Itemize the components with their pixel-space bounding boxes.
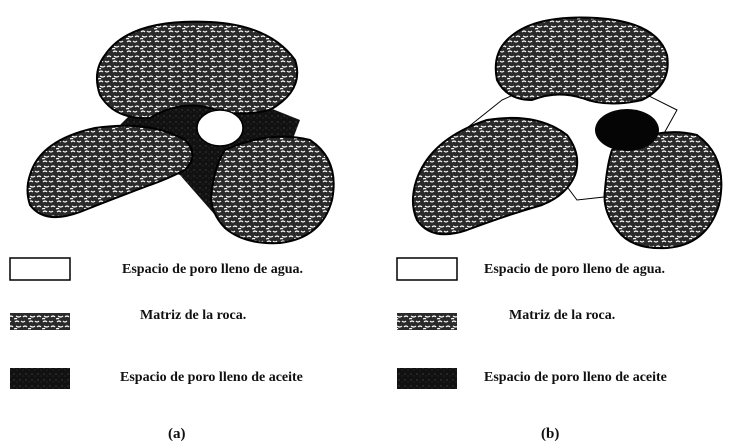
- legend-label-rock-a: Matriz de la roca.: [140, 308, 246, 324]
- legend-swatch-oil: [10, 368, 70, 389]
- legend-swatch-water: [397, 258, 457, 280]
- rock-grain-top: [97, 22, 297, 119]
- legend-swatch-rock: [397, 313, 457, 330]
- legend-label-water-a: Espacio de poro lleno de agua.: [122, 262, 303, 278]
- legend-label-oil-b: Espacio de poro lleno de aceite: [484, 370, 667, 386]
- legend-label-oil-a: Espacio de poro lleno de aceite: [120, 370, 303, 386]
- rock-grain-left: [28, 126, 193, 217]
- legend-swatch-water: [10, 258, 70, 280]
- rock-grain-top: [496, 17, 668, 103]
- rock-grain-right: [211, 137, 333, 244]
- water-pore-droplet: [197, 110, 243, 146]
- panel-tag-a: (a): [168, 426, 186, 443]
- legend-label-rock-b: Matriz de la roca.: [509, 308, 615, 324]
- legend-swatch-oil: [397, 368, 457, 389]
- legend-swatch-rock: [10, 313, 70, 330]
- oil-pore-droplet: [595, 109, 659, 151]
- panel-tag-b: (b): [541, 426, 559, 443]
- legend-label-water-b: Espacio de poro lleno de agua.: [484, 262, 665, 278]
- rock-grain-left: [413, 118, 577, 234]
